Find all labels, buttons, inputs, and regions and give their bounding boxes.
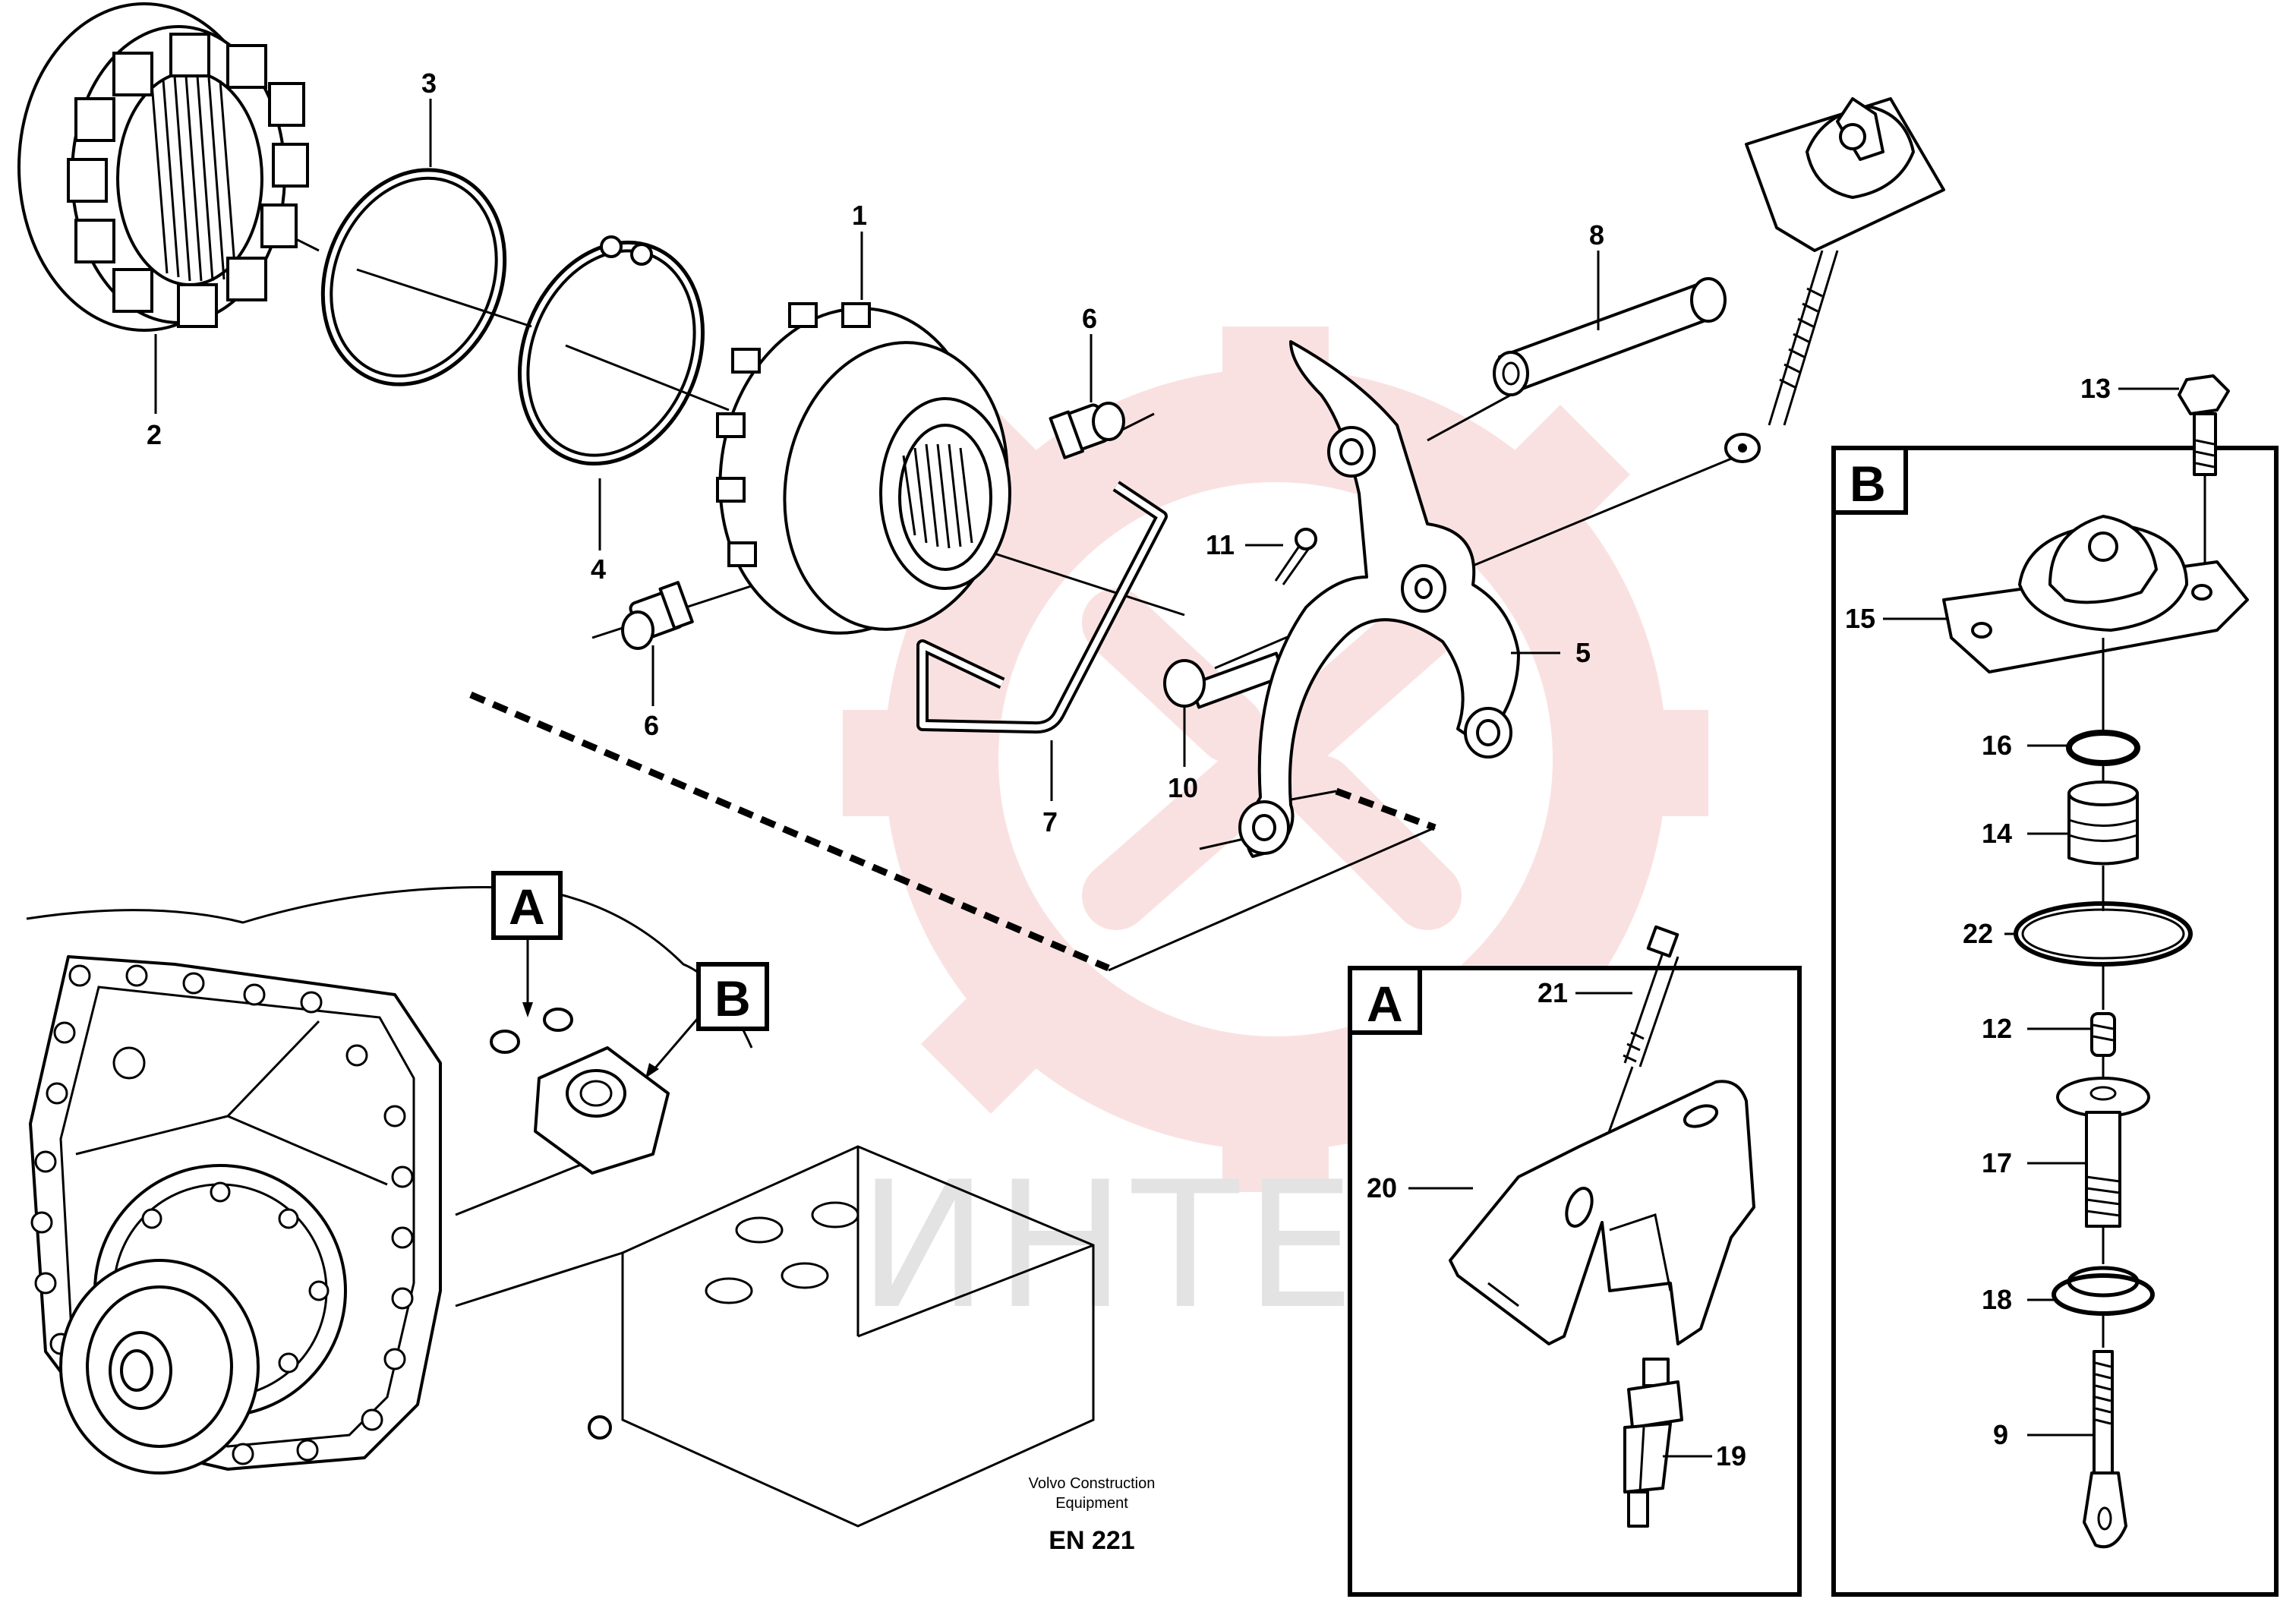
- shift-fork-part-5: [1238, 340, 1520, 858]
- callout-22: 22: [1963, 918, 1993, 949]
- callout-19: 19: [1716, 1440, 1746, 1471]
- detail-box-a-label: A: [1367, 976, 1403, 1032]
- location-marker-a: A: [491, 871, 563, 940]
- callout-16: 16: [1982, 730, 2012, 761]
- callout-12: 12: [1982, 1013, 2012, 1044]
- callout-13: 13: [2080, 373, 2111, 404]
- pivot-bolt-part-10: [1163, 651, 1286, 709]
- callout-20: 20: [1367, 1172, 1397, 1203]
- callout-9: 9: [1993, 1419, 2008, 1450]
- spring-wire-part-7: [916, 481, 1168, 734]
- svg-text:A: A: [509, 878, 545, 935]
- detent-pin-upper-part-6: [1049, 402, 1125, 459]
- callout-10: 10: [1168, 772, 1198, 803]
- shaft-pin-part-8: [1493, 277, 1727, 396]
- callout-6-lower: 6: [644, 710, 659, 741]
- callout-5: 5: [1575, 637, 1591, 668]
- callout-11: 11: [1206, 529, 1235, 560]
- actuator-assembly-top: [1724, 97, 1945, 463]
- callout-18: 18: [1982, 1284, 2012, 1315]
- location-markers: A B: [491, 871, 769, 1031]
- callout-2: 2: [147, 419, 162, 450]
- footer-line-2: Equipment: [1055, 1495, 1128, 1512]
- callout-14: 14: [1982, 818, 2012, 849]
- svg-text:B: B: [714, 970, 751, 1027]
- circlip-part-4: [517, 235, 705, 466]
- detent-pin-lower-part-6: [621, 581, 694, 650]
- callout-21: 21: [1538, 977, 1568, 1008]
- callout-4: 4: [591, 554, 606, 585]
- split-pin-part-11: [1274, 528, 1317, 585]
- detail-box-a: A: [1348, 925, 1802, 1597]
- callout-3: 3: [421, 68, 437, 99]
- detail-box-b: B: [1831, 374, 2279, 1597]
- callout-labels: 1 2 3 4 5 6 6 7 8 9 10 11 12 13 14 15 16…: [147, 68, 2111, 1471]
- callout-17: 17: [1982, 1147, 2012, 1178]
- callout-6-upper: 6: [1082, 303, 1097, 334]
- callout-7: 7: [1042, 806, 1058, 837]
- location-marker-b: B: [696, 962, 769, 1031]
- transmission-housing-view: [26, 885, 1095, 1528]
- drawing-code: EN 221: [1049, 1526, 1134, 1555]
- detail-box-b-label: B: [1850, 456, 1886, 512]
- callout-1: 1: [852, 200, 867, 231]
- callout-8: 8: [1589, 219, 1604, 251]
- sliding-sleeve-part-2: [17, 2, 309, 332]
- o-ring-part-3: [320, 168, 507, 386]
- coupling-hub-part-1: [716, 302, 1011, 635]
- callout-leader-lines: [154, 99, 2179, 1458]
- callout-15: 15: [1845, 603, 1875, 634]
- footer-line-1: Volvo Construction: [1029, 1475, 1156, 1492]
- footer-caption: Volvo Construction Equipment EN 221: [1029, 1475, 1156, 1555]
